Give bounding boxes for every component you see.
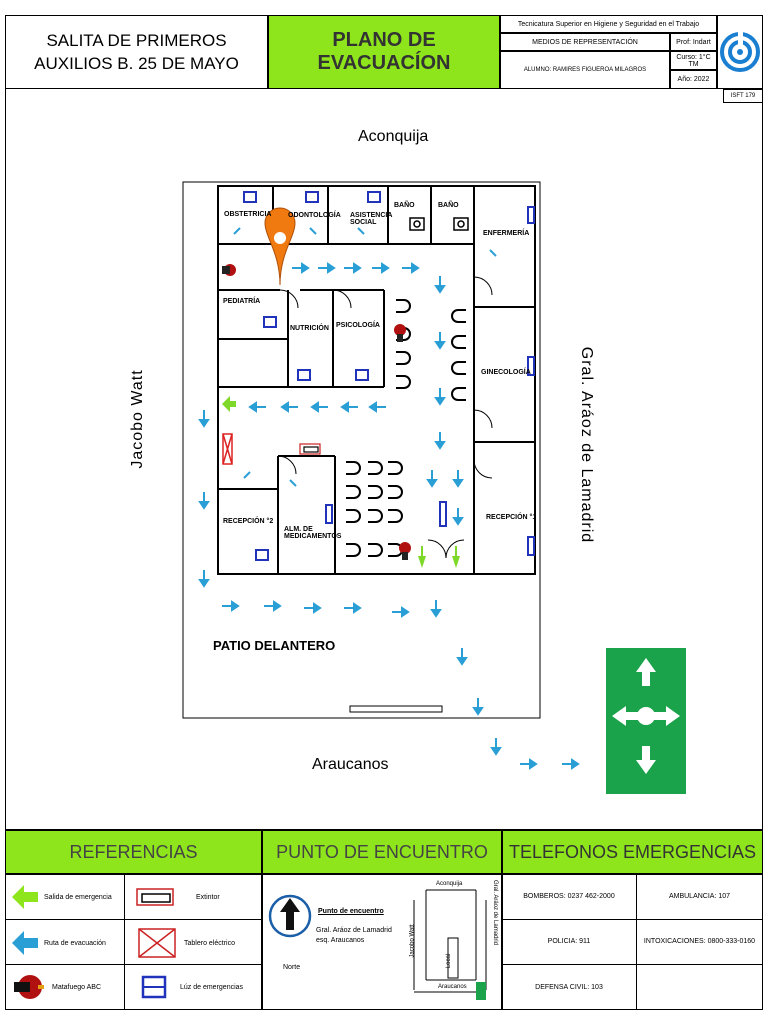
phone-bomberos: BOMBEROS: 0237 462-2000 — [523, 893, 615, 900]
room-bano-2: BAÑO — [438, 202, 459, 209]
course-cell: Curso: 1°C TM — [670, 51, 717, 70]
emergency-light-icon — [243, 191, 535, 561]
logo-box — [717, 15, 763, 89]
mini-map-local: Local — [446, 953, 453, 969]
room-almacen: ALM. DE MEDICAMENTOS — [284, 526, 342, 540]
mini-map-west: Jacobo Watt — [409, 924, 416, 958]
student-cell: ALUMNO: RAMIRES FIGUEROA MILAGROS — [500, 51, 670, 89]
legend-abc: Matafuego ABC — [52, 984, 102, 991]
location-pin-icon — [264, 207, 296, 286]
door-swings — [277, 276, 493, 559]
room-recepcion-1: RECEPCIÓN °1 — [486, 514, 537, 521]
org-title-box: SALITA DE PRIMEROS AUXILIOS B. 25 DE MAY… — [5, 15, 268, 89]
floor-plan — [182, 181, 580, 770]
meeting-title: Punto de encuentro — [318, 908, 384, 915]
plan-title-box: PLANO DE EVACUACÍON — [268, 15, 500, 89]
room-asistencia: ASISTENCIA SOCIAL — [350, 212, 393, 226]
room-enfermeria: ENFERMERÍA — [483, 230, 530, 237]
toilet-icon — [409, 217, 469, 231]
route-arrows — [198, 227, 580, 770]
room-obstetricia: OBSTETRICIA — [224, 211, 272, 218]
green-arrow-icon — [12, 885, 38, 909]
plan-title: PLANO DE EVACUACÍON — [317, 29, 451, 74]
exit-arrow-icon — [222, 396, 460, 568]
phones-header: TELEFONOS EMERGENCIAS — [502, 830, 763, 874]
blue-arrow-icon — [12, 931, 38, 955]
room-psicologia: PSICOLOGÍA — [336, 322, 380, 329]
lot-outline — [182, 181, 541, 719]
north-arrow-icon — [268, 894, 312, 938]
waiting-chairs — [346, 299, 466, 557]
room-odontologia: ODONTOLOGÍA — [288, 212, 341, 219]
mini-map — [413, 889, 487, 1000]
phone-policia: POLICIA: 911 — [547, 938, 591, 945]
emergency-light-icon — [141, 975, 167, 999]
meeting-address: Gral. Aráoz de Lamadrid esq. Araucanos — [316, 927, 392, 944]
phones-grid — [502, 874, 763, 1010]
phone-intoxicaciones: INTOXICACIONES: 0800-333-0160 — [643, 938, 756, 945]
legend-exit: Salida de emergencia — [44, 894, 112, 901]
references-header: REFERENCIAS — [5, 830, 262, 874]
org-title: SALITA DE PRIMEROS AUXILIOS B. 25 DE MAY… — [34, 31, 239, 73]
plan-frame — [5, 89, 763, 830]
phone-defensa: DEFENSA CIVIL: 103 — [535, 983, 603, 991]
mini-map-east: Gral. Aráoz de Lamadrid — [492, 880, 498, 946]
room-ginecologia: GINECOLOGÍA — [481, 369, 531, 376]
legend-panel: Tablero eléctrico — [184, 940, 235, 947]
meeting-point-sign — [606, 648, 686, 794]
abc-extinguisher-icon — [14, 975, 44, 999]
meeting-point-icon — [637, 707, 655, 725]
meeting-panel — [262, 874, 502, 1010]
room-recepcion-2: RECEPCIÓN °2 — [223, 518, 274, 525]
legend-grid — [5, 874, 262, 1010]
institution-cell: Tecnicatura Superior en Higiene y Seguri… — [500, 15, 717, 33]
mini-map-north: Aconquija — [436, 881, 463, 887]
abc-extinguisher-icon — [222, 264, 411, 560]
phone-ambulancia: AMBULANCIA: 107 — [668, 893, 731, 900]
meeting-north: Norte — [283, 964, 301, 971]
institution-logo-icon — [720, 31, 760, 72]
building-walls — [217, 185, 536, 575]
extinguisher-icon — [136, 888, 174, 906]
electrical-panel-icon — [138, 928, 176, 958]
room-bano-1: BAÑO — [394, 202, 415, 209]
legend-lights: Lúz de emergencias — [180, 984, 244, 991]
extinguisher-icon — [299, 443, 321, 455]
electrical-panel-icon — [222, 433, 233, 465]
front-gate — [349, 705, 443, 713]
street-north: Aconquija — [358, 128, 429, 145]
legend-route: Ruta de evacuación — [44, 940, 106, 947]
mini-map-south: Araucanos — [438, 984, 467, 990]
patio-label: PATIO DELANTERO — [213, 638, 336, 653]
room-nutricion: NUTRICIÓN — [290, 325, 329, 332]
legend-extinguisher: Extintor — [196, 894, 220, 901]
subject-cell: MEDIOS DE REPRESENTACIÓN — [500, 33, 670, 51]
street-south: Araucanos — [312, 756, 389, 773]
room-pediatria: PEDIATRÍA — [223, 298, 261, 305]
meeting-header: PUNTO DE ENCUENTRO — [262, 830, 502, 874]
professor-cell: Prof: Indart — [670, 33, 717, 51]
year-cell: Año: 2022 — [670, 70, 717, 89]
